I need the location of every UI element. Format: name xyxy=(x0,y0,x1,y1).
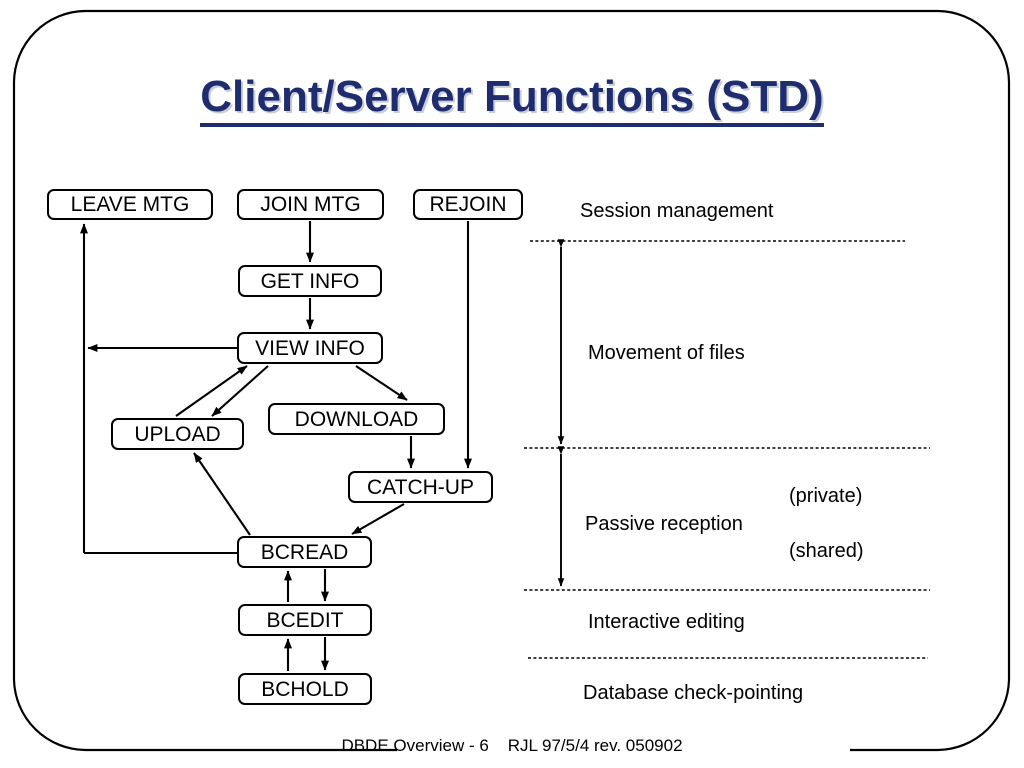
node-rejoin[interactable]: REJOIN xyxy=(413,189,523,220)
page-title: Client/Server Functions (STD) xyxy=(0,72,1024,127)
node-catch-up[interactable]: CATCH-UP xyxy=(348,471,493,503)
band-label-passive-reception: Passive reception xyxy=(585,513,743,535)
band-note-shared: (shared) xyxy=(789,540,864,562)
page-title-text: Client/Server Functions (STD) xyxy=(200,72,824,127)
edge-view-info-to-upload xyxy=(211,365,269,417)
node-upload[interactable]: UPLOAD xyxy=(111,418,244,450)
footer-text: DBDE Overview - 6 RJL 97/5/4 rev. 050902 xyxy=(341,736,683,755)
band-label-movement-of-files: Movement of files xyxy=(588,342,745,364)
node-get-info[interactable]: GET INFO xyxy=(238,265,382,297)
node-bchold[interactable]: BCHOLD xyxy=(238,673,372,705)
node-bcread[interactable]: BCREAD xyxy=(237,536,372,568)
node-join-mtg[interactable]: JOIN MTG xyxy=(237,189,384,220)
edge-bcread-to-upload xyxy=(193,452,251,536)
node-leave-mtg[interactable]: LEAVE MTG xyxy=(47,189,213,220)
edge-upload-to-view-info xyxy=(175,365,248,417)
band-note-private: (private) xyxy=(789,485,863,507)
edge-catch-up-to-bcread xyxy=(351,503,405,535)
band-label-session-management: Session management xyxy=(580,200,774,222)
edge-view-info-to-download xyxy=(355,365,408,401)
node-download[interactable]: DOWNLOAD xyxy=(268,403,445,435)
node-view-info[interactable]: VIEW INFO xyxy=(237,332,383,364)
band-label-database-check-pointing: Database check-pointing xyxy=(583,682,804,704)
band-label-interactive-editing: Interactive editing xyxy=(588,611,745,633)
node-bcedit[interactable]: BCEDIT xyxy=(238,604,372,636)
